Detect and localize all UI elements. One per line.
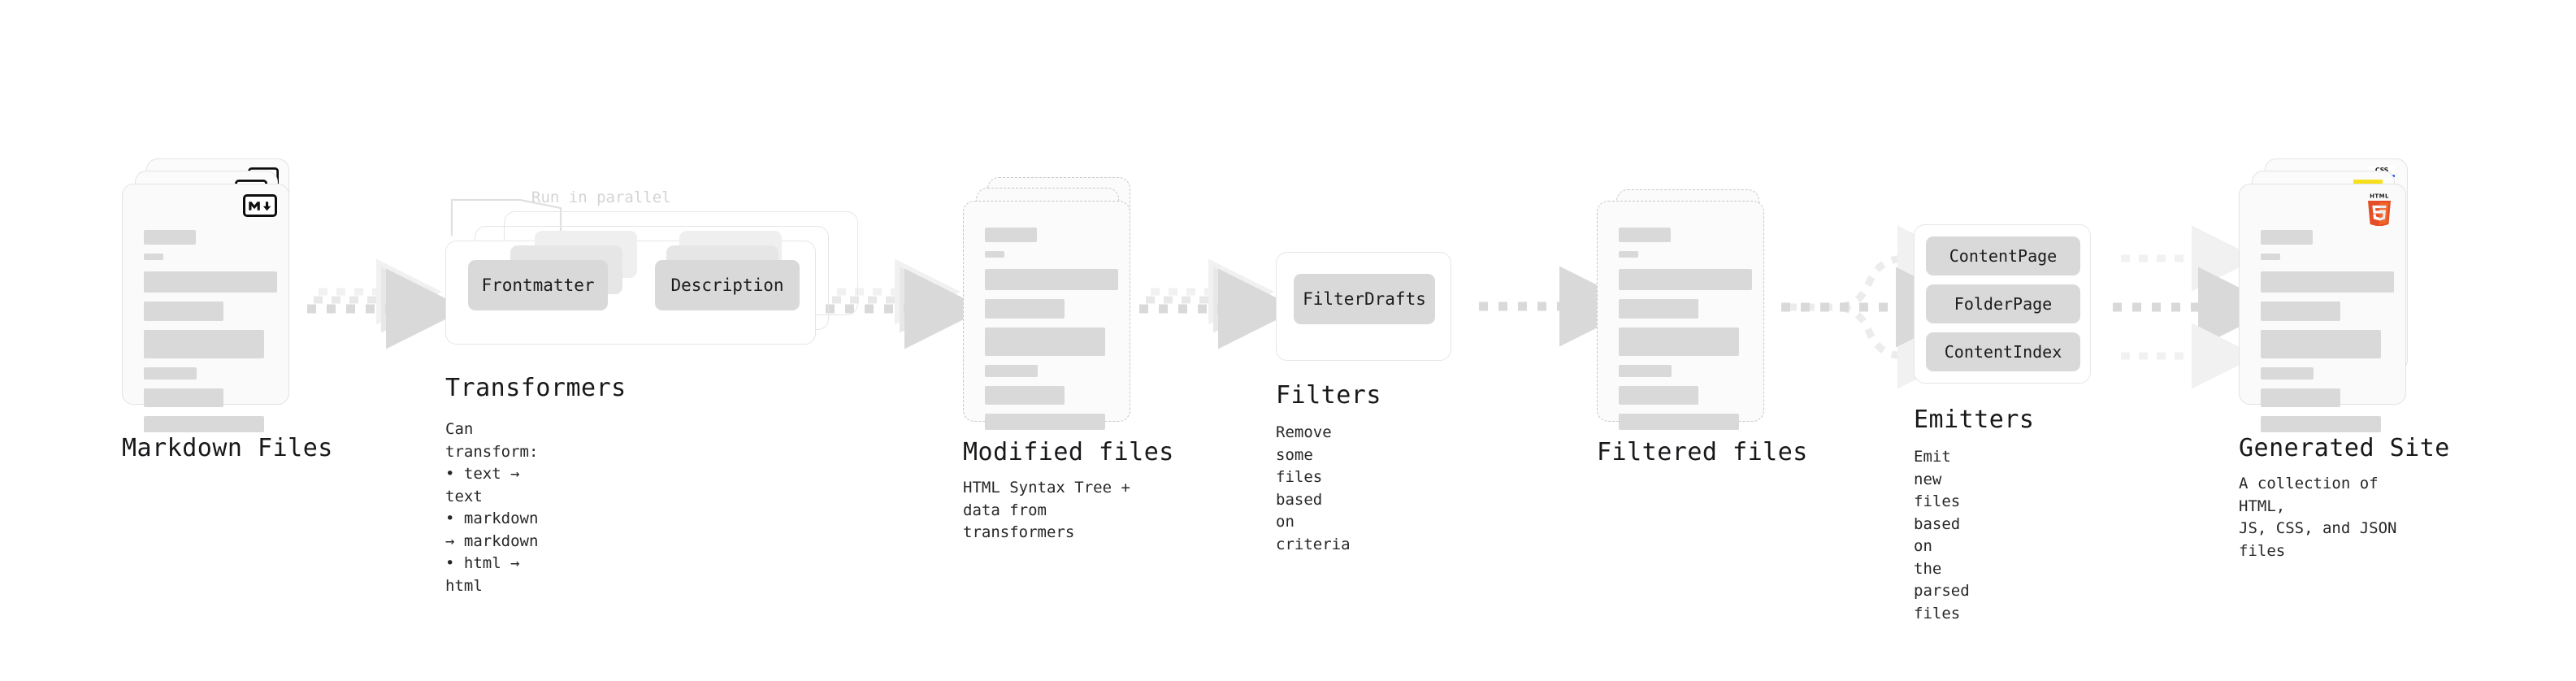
placeholder-bar (2261, 367, 2314, 380)
emitter-chip-folderpage[interactable]: FolderPage (1926, 284, 2080, 323)
modified-files-subtitle: HTML Syntax Tree + data from transformer… (963, 479, 1130, 542)
connector-modified-to-filters (1139, 258, 1299, 349)
placeholder-bar (2261, 271, 2394, 293)
placeholder-bar (144, 330, 264, 358)
placeholder-bar (144, 416, 264, 432)
stage-markdown-files: Markdown Files (122, 158, 332, 462)
markdown-icon (243, 194, 277, 217)
placeholder-bar (985, 299, 1065, 319)
placeholder-bar (985, 228, 1037, 242)
emitters-subtitle: Emit new files based on the parsed files (1914, 448, 1970, 622)
generated-card-front: HTML (2239, 184, 2406, 432)
placeholder-bar (144, 301, 223, 321)
placeholder-bar (1619, 299, 1698, 319)
placeholder-bar (985, 386, 1065, 405)
placeholder-bar (985, 327, 1105, 356)
markdown-card-front (122, 184, 289, 432)
placeholder-bar (1619, 327, 1739, 356)
markdown-files-card-stack (122, 158, 301, 432)
placeholder-bar (2261, 301, 2340, 321)
placeholder-bar (2261, 388, 2340, 407)
placeholder-bar (985, 414, 1105, 430)
card-placeholder-lines (1619, 228, 1752, 439)
transformer-chip-frontmatter[interactable]: Frontmatter (468, 260, 608, 310)
transformers-title: Transformers (445, 374, 627, 402)
placeholder-bar (985, 251, 1004, 258)
filtered-files-card-stack (1597, 189, 1776, 441)
emitter-chip-contentpage[interactable]: ContentPage (1926, 236, 2080, 275)
html5-icon: HTML (2364, 192, 2395, 226)
filter-chip-filterdrafts[interactable]: FilterDrafts (1294, 274, 1435, 324)
placeholder-bar (1619, 251, 1638, 258)
modified-files-title: Modified files (963, 438, 1174, 466)
filters-subtitle: Remove some files based on criteria (1276, 423, 1351, 553)
connector-emitters-to-generated (2113, 225, 2279, 389)
modified-files-card-stack (963, 177, 1142, 437)
card-placeholder-lines (144, 230, 277, 441)
transformers-subtitle: Can transform: • text → text • markdown … (445, 420, 539, 595)
emitter-chip-contentindex[interactable]: ContentIndex (1926, 332, 2080, 371)
placeholder-bar (144, 230, 196, 245)
generated-site-subtitle: A collection of HTML, JS, CSS, and JSON … (2239, 475, 2397, 560)
emitters-title: Emitters (1914, 406, 2035, 434)
filters-title: Filters (1276, 381, 1381, 410)
generated-site-card-stack: CSS HTML (2239, 158, 2426, 432)
placeholder-bar (2261, 416, 2381, 432)
placeholder-bar (1619, 365, 1672, 377)
placeholder-bar (985, 365, 1038, 377)
placeholder-bar (144, 271, 277, 293)
modified-card-front (963, 201, 1130, 430)
filtered-card-front (1597, 201, 1764, 430)
placeholder-bar (1619, 269, 1752, 290)
placeholder-bar (144, 254, 163, 260)
card-placeholder-lines (985, 228, 1118, 439)
markdown-files-title: Markdown Files (122, 434, 333, 462)
placeholder-bar (144, 367, 197, 380)
placeholder-bar (985, 269, 1118, 290)
transformer-chip-description[interactable]: Description (655, 260, 800, 310)
run-in-parallel-label: Run in parallel (531, 189, 671, 206)
connector-filtered-to-emitters (1781, 225, 1976, 389)
placeholder-bar (1619, 414, 1739, 430)
filters-box: FilterDrafts (1276, 252, 1451, 361)
placeholder-bar (1619, 386, 1698, 405)
connector-markdown-to-transformers (307, 258, 466, 349)
placeholder-bar (2261, 230, 2313, 245)
placeholder-bar (1619, 228, 1671, 242)
placeholder-bar (2261, 330, 2381, 358)
card-placeholder-lines (2261, 230, 2394, 441)
placeholder-bar (2261, 254, 2280, 260)
filtered-files-title: Filtered files (1597, 438, 1808, 466)
svg-text:HTML: HTML (2370, 193, 2389, 200)
stage-filtered-files: Filtered files (1597, 189, 1807, 466)
placeholder-bar (144, 388, 223, 407)
emitters-box: ContentPage FolderPage ContentIndex (1914, 224, 2091, 384)
css-icon-label: CSS (2375, 167, 2389, 174)
stage-generated-site: CSS HTML (2239, 158, 2449, 560)
generated-site-title: Generated Site (2239, 434, 2450, 462)
stage-modified-files: Modified files HTML Syntax Tree + data f… (963, 177, 1173, 541)
